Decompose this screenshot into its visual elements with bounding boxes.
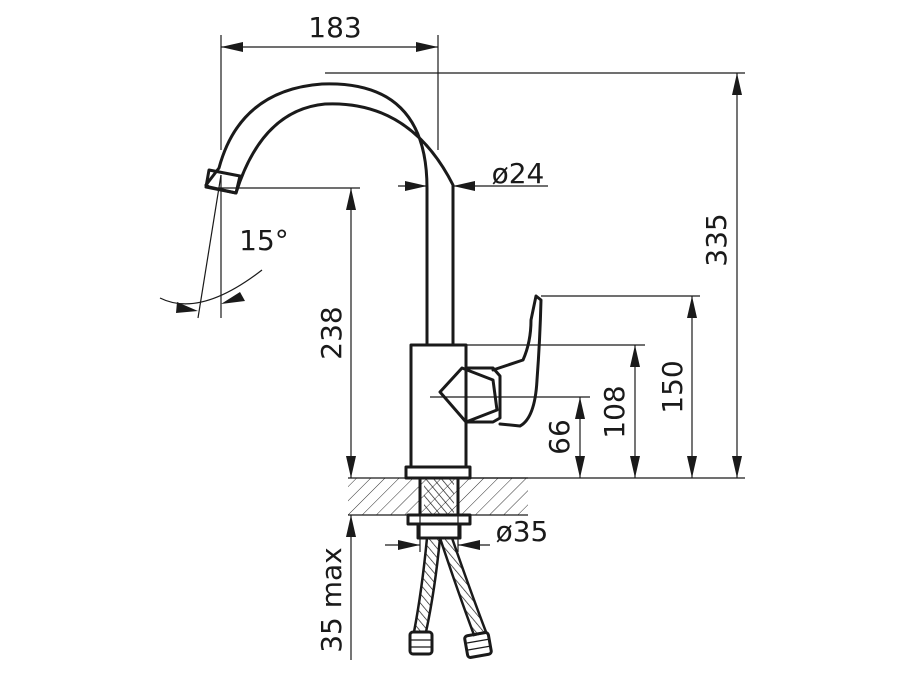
dimension-spout-height: 238 (218, 187, 360, 478)
countertop-thickness-label: 35 max (315, 547, 348, 653)
axis-height-label: 66 (543, 419, 576, 455)
pipe-diameter-label: ø24 (492, 157, 545, 190)
mounting-assembly (406, 476, 493, 659)
dimension-body-height: 108 (466, 344, 645, 478)
dimension-countertop-thickness: 35 max (315, 515, 356, 660)
dimension-swivel-angle: 15° (159, 174, 289, 319)
dimension-base-diameter: ø35 (385, 515, 548, 552)
base-diameter-label: ø35 (496, 515, 549, 548)
spout-height-label: 238 (315, 306, 348, 359)
dimension-total-height: 335 (325, 72, 745, 479)
lever-height-label: 150 (656, 360, 689, 413)
total-height-label: 335 (700, 213, 733, 266)
body-height-label: 108 (598, 385, 631, 438)
dimension-axis-height: 66 (430, 396, 590, 478)
lever-handle (491, 294, 543, 428)
faucet-body (204, 82, 543, 480)
hose-left-fitting (408, 630, 434, 656)
spout-tube (204, 82, 455, 347)
dimension-pipe-diameter: ø24 (398, 157, 548, 191)
aerator (204, 168, 242, 195)
dimension-spout-reach: 183 (220, 11, 439, 150)
base-plate (404, 465, 472, 480)
swivel-angle-label: 15° (239, 224, 289, 257)
body-cylinder (409, 343, 468, 469)
threaded-rod (424, 478, 454, 515)
hose-left (412, 536, 442, 634)
hose-right-fitting (463, 631, 493, 659)
dimension-lever-height: 150 (541, 295, 700, 478)
spout-reach-label: 183 (308, 11, 361, 44)
hose-right (438, 536, 488, 637)
